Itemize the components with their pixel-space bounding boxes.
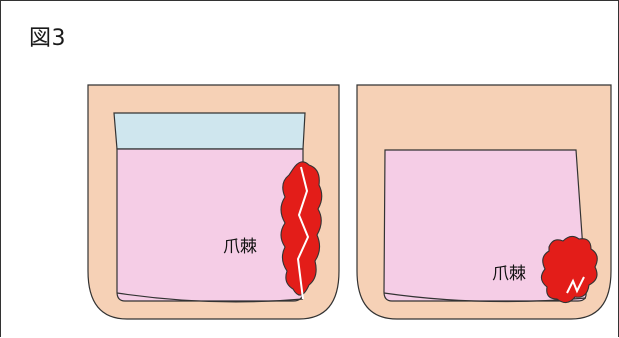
- right-toe-panel: 爪棘: [357, 85, 611, 319]
- left-ingrown-label: 爪棘: [223, 237, 257, 257]
- left-toe-panel: 爪棘: [88, 85, 339, 319]
- right-ingrown-label: 爪棘: [492, 264, 526, 284]
- left-lunula: [114, 113, 305, 149]
- left-lesion: [281, 162, 322, 295]
- left-nail-plate: [117, 149, 303, 301]
